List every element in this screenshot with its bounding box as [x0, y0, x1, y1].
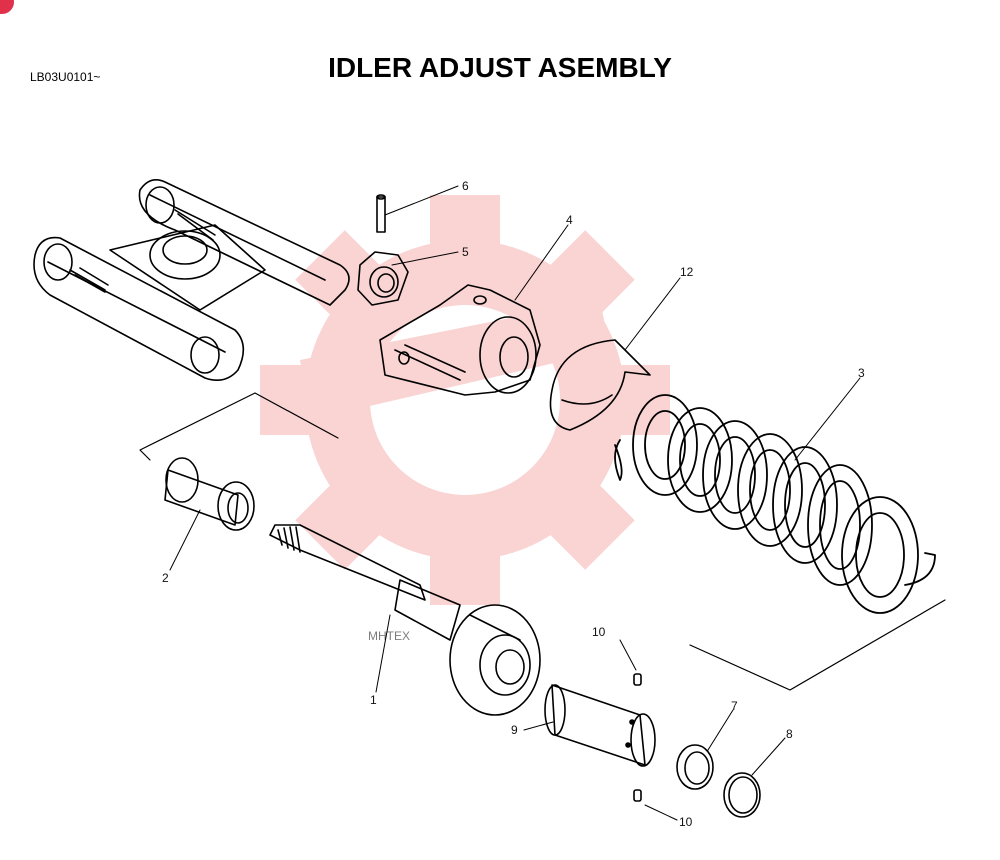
callout-10-top: 10 — [592, 625, 606, 639]
watermark-text: MHTEX — [368, 629, 410, 643]
part-7-ring — [676, 744, 714, 790]
callout-10-bottom: 10 — [679, 815, 693, 829]
callout-5: 5 — [462, 245, 469, 259]
part-4-bracket — [379, 284, 541, 396]
part-3-coil-spring — [614, 394, 936, 614]
assembly-boundary-lines — [139, 392, 946, 691]
callout-4: 4 — [566, 213, 573, 227]
page-title: IDLER ADJUST ASEMBLY — [328, 52, 672, 83]
callout-12: 12 — [680, 265, 694, 279]
callout-9: 9 — [511, 723, 518, 737]
part-10-small-pin-bottom — [633, 789, 642, 802]
callout-labels: 6 5 4 12 3 2 1 9 10 10 7 8 — [162, 179, 865, 829]
part-1-adjuster-rod — [269, 524, 541, 716]
track-frame-assembly — [33, 179, 350, 381]
leader-lines — [169, 185, 861, 821]
callout-7: 7 — [731, 699, 738, 713]
callout-3: 3 — [858, 366, 865, 380]
part-6-spring-pin — [376, 194, 386, 233]
part-9-pin — [544, 684, 656, 767]
callout-2: 2 — [162, 571, 169, 585]
watermark-gear — [260, 195, 670, 605]
part-10-small-pin-top — [633, 673, 642, 686]
callout-1: 1 — [370, 693, 377, 707]
part-2-bushing — [164, 457, 255, 531]
document-code: LB03U0101~ — [30, 70, 101, 84]
callout-8: 8 — [786, 727, 793, 741]
part-8-snap-ring — [723, 772, 761, 818]
part-5-hex-nut — [357, 251, 409, 306]
part-12-spring-seat — [549, 339, 651, 431]
callout-6: 6 — [462, 179, 469, 193]
